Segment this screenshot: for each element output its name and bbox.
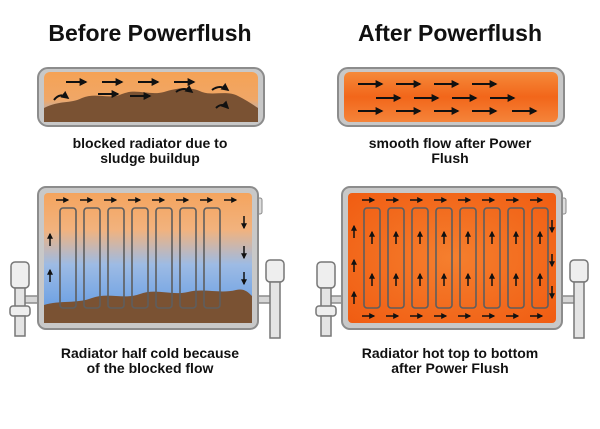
right-valve bbox=[265, 259, 285, 339]
right-valve bbox=[569, 259, 589, 339]
radiator-columns bbox=[59, 207, 221, 309]
sludge-deposit bbox=[44, 88, 258, 122]
after-pipe bbox=[337, 67, 565, 127]
before-radiator-caption: Radiator half cold because of the blocke… bbox=[60, 345, 240, 376]
flow-arrows bbox=[47, 197, 247, 286]
flow-arrows bbox=[351, 197, 555, 319]
flow-arrows bbox=[53, 78, 230, 110]
left-valve bbox=[315, 261, 337, 337]
before-pipe bbox=[37, 67, 265, 127]
before-heading: Before Powerflush bbox=[48, 20, 252, 46]
after-radiator bbox=[315, 186, 589, 339]
left-valve bbox=[9, 261, 31, 337]
after-pipe-caption: smooth flow after Power Flush bbox=[368, 135, 532, 166]
before-radiator bbox=[9, 186, 285, 339]
before-pipe-caption: blocked radiator due to sludge buildup bbox=[72, 135, 228, 166]
radiator-columns bbox=[363, 207, 549, 309]
after-radiator-caption: Radiator hot top to bottom after Power F… bbox=[361, 345, 539, 376]
after-heading: After Powerflush bbox=[357, 20, 543, 46]
flow-arrows bbox=[358, 80, 538, 115]
